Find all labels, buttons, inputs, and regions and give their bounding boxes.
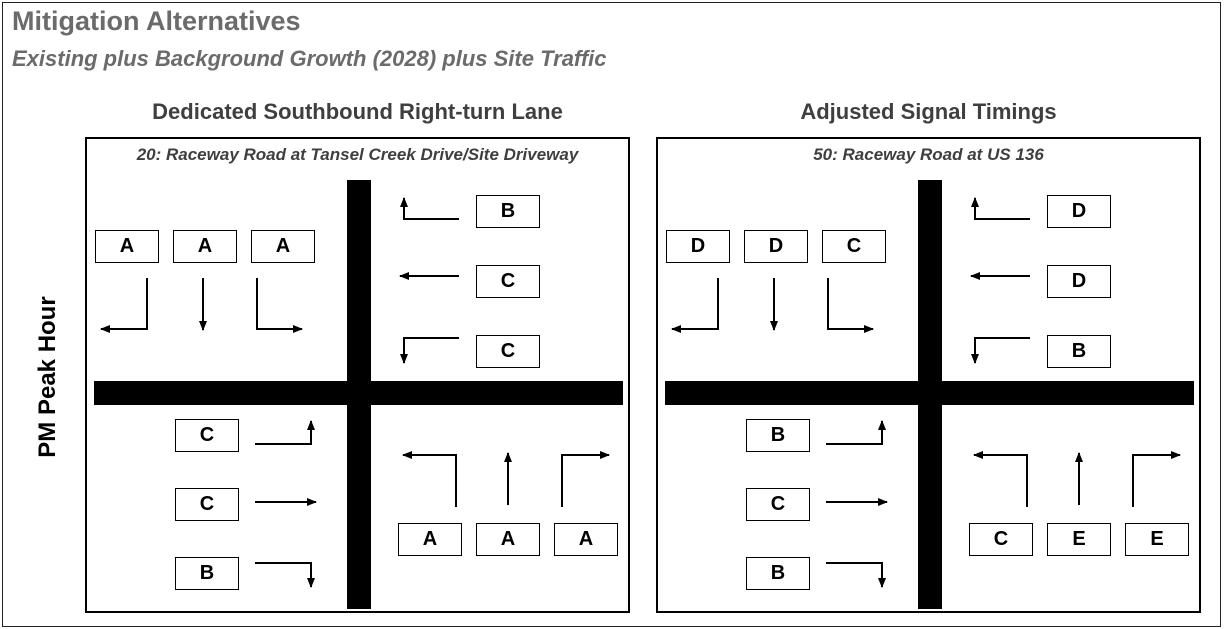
east-west-road bbox=[94, 381, 623, 405]
northbound-right-arrow bbox=[561, 451, 610, 507]
los-westbound-left: B bbox=[1047, 335, 1111, 368]
eastbound-left-arrow bbox=[255, 420, 315, 445]
los-westbound-right: B bbox=[476, 195, 540, 228]
los-eastbound-left: B bbox=[746, 419, 810, 452]
movement-arrows bbox=[100, 197, 610, 588]
los-northbound-left: A bbox=[398, 523, 462, 556]
figure-subtitle: Existing plus Background Growth (2028) p… bbox=[12, 46, 607, 71]
los-northbound-through: A bbox=[476, 523, 540, 556]
los-eastbound-left: C bbox=[175, 419, 239, 452]
los-southbound-right: D bbox=[666, 230, 730, 263]
los-southbound-left: C bbox=[822, 230, 886, 263]
los-eastbound-through: C bbox=[746, 488, 810, 521]
los-eastbound-through: C bbox=[175, 488, 239, 521]
southbound-left-arrow bbox=[827, 278, 874, 333]
los-westbound-left: C bbox=[476, 335, 540, 368]
movement-arrows bbox=[671, 197, 1181, 588]
los-southbound-right: A bbox=[95, 230, 159, 263]
los-southbound-through: A bbox=[173, 230, 237, 263]
eastbound-left-arrow bbox=[826, 420, 886, 445]
los-southbound-through: D bbox=[744, 230, 808, 263]
los-eastbound-right: B bbox=[746, 557, 810, 590]
scenario-label-left: Dedicated Southbound Right-turn Lane bbox=[152, 99, 563, 124]
northbound-left-arrow bbox=[973, 451, 1028, 507]
southbound-left-arrow bbox=[256, 278, 303, 333]
eastbound-right-arrow bbox=[826, 562, 886, 588]
scenario-label-right: Adjusted Signal Timings bbox=[800, 99, 1057, 124]
los-northbound-through: E bbox=[1047, 523, 1111, 556]
intersection-panel-left: 20: Raceway Road at Tansel Creek Drive/S… bbox=[85, 137, 630, 613]
intersection-panel-right: 50: Raceway Road at US 136 D D C D D B B… bbox=[656, 137, 1201, 613]
east-west-road bbox=[665, 381, 1194, 405]
los-southbound-left: A bbox=[251, 230, 315, 263]
westbound-right-arrow bbox=[400, 197, 459, 220]
northbound-left-arrow bbox=[402, 451, 457, 507]
los-eastbound-right: B bbox=[175, 557, 239, 590]
los-northbound-right: E bbox=[1125, 523, 1189, 556]
los-northbound-right: A bbox=[554, 523, 618, 556]
figure-title: Mitigation Alternatives bbox=[12, 6, 301, 36]
los-westbound-right: D bbox=[1047, 195, 1111, 228]
southbound-right-arrow bbox=[671, 278, 719, 333]
los-westbound-through: D bbox=[1047, 265, 1111, 298]
northbound-right-arrow bbox=[1132, 451, 1181, 507]
period-label: PM Peak Hour bbox=[34, 296, 61, 458]
intersection-name: 20: Raceway Road at Tansel Creek Drive/S… bbox=[136, 145, 579, 164]
westbound-left-arrow bbox=[400, 337, 459, 364]
southbound-right-arrow bbox=[100, 278, 148, 333]
los-westbound-through: C bbox=[476, 265, 540, 298]
westbound-left-arrow bbox=[971, 337, 1030, 364]
eastbound-right-arrow bbox=[255, 562, 315, 588]
los-northbound-left: C bbox=[969, 523, 1033, 556]
westbound-right-arrow bbox=[971, 197, 1030, 220]
intersection-name: 50: Raceway Road at US 136 bbox=[813, 145, 1044, 164]
